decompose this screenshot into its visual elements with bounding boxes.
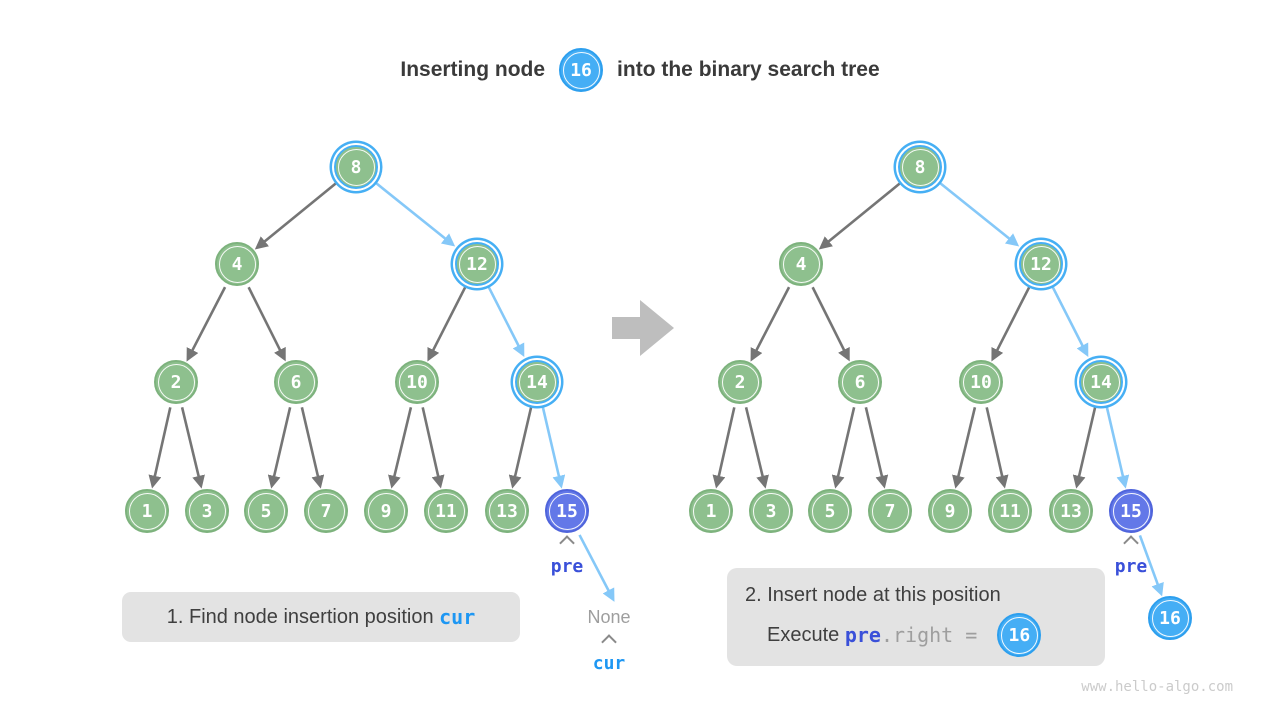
edge-left-2-3 [180, 406, 205, 489]
edge-right-15-16 [1138, 534, 1164, 597]
tree-node-left-3: 3 [185, 489, 229, 533]
edge-left-4-2 [186, 286, 227, 362]
tree-node-right-2: 2 [718, 360, 762, 404]
caption-step2: 2. Insert node at this position Execute … [727, 568, 1105, 666]
caption-step1-text: 1. Find node insertion position [166, 605, 440, 628]
tree-node-left-15: 15 [545, 489, 589, 533]
title-suffix: into the binary search tree [617, 58, 880, 81]
edge-right-2-1 [712, 407, 736, 489]
tree-node-right-9: 9 [928, 489, 972, 533]
edge-right-8-4 [818, 182, 901, 250]
edge-right-10-9 [952, 406, 977, 489]
tree-node-right-15: 15 [1109, 489, 1153, 533]
edge-right-4-6 [811, 286, 850, 362]
caption-step2-code-pre: pre [844, 623, 881, 647]
diagram-title: Inserting node 16 into the binary search… [0, 48, 1280, 92]
tree-node-right-14: 14 [1079, 360, 1123, 404]
edge-left-10-11 [421, 407, 445, 489]
pointer-label-left-pre: pre [550, 556, 584, 577]
transition-arrow-icon [612, 300, 674, 356]
tree-node-left-11: 11 [424, 489, 468, 533]
tree-node-right-4: 4 [779, 242, 823, 286]
edge-left-12-10 [427, 286, 467, 362]
caret-up-icon-left-0 [559, 535, 575, 551]
edge-left-free-0 [578, 534, 615, 602]
pointer-label-right-pre: pre [1114, 556, 1148, 577]
tree-node-right-1: 1 [689, 489, 733, 533]
tree-node-left-12: 12 [455, 242, 499, 286]
tree-node-left-9: 9 [364, 489, 408, 533]
watermark-url: www.hello-algo.com [1081, 679, 1233, 695]
edge-left-14-15 [541, 407, 566, 489]
tree-node-right-3: 3 [749, 489, 793, 533]
edge-left-12-14 [487, 286, 525, 358]
caption-step2-line2: Execute pre .right = 16 [767, 613, 1105, 657]
caption-step2-code-right: .right = [880, 623, 990, 647]
tree-node-left-2: 2 [154, 360, 198, 404]
edge-right-6-5 [831, 407, 856, 489]
title-prefix: Inserting node [400, 58, 546, 81]
edge-left-2-1 [148, 407, 172, 489]
tree-node-left-10: 10 [395, 360, 439, 404]
edge-left-8-12 [375, 182, 456, 247]
edge-left-10-9 [388, 406, 413, 489]
edge-left-6-5 [267, 407, 292, 489]
caption-step2-prefix: Execute [767, 623, 845, 646]
tree-node-left-8: 8 [334, 145, 378, 189]
caret-up-icon-left-1 [601, 634, 617, 650]
title-node-16: 16 [559, 48, 604, 92]
edge-right-12-14 [1051, 286, 1089, 358]
tree-node-left-7: 7 [304, 489, 348, 533]
edge-right-6-7 [864, 407, 889, 489]
edge-right-10-11 [985, 407, 1009, 489]
edge-right-14-13 [1072, 407, 1097, 489]
edge-right-2-3 [744, 406, 769, 489]
tree-node-left-14: 14 [515, 360, 559, 404]
tree-node-left-6: 6 [274, 360, 318, 404]
caption-step2-node-value: 16 [1008, 624, 1031, 646]
edge-right-4-2 [750, 286, 791, 362]
tree-node-left-5: 5 [244, 489, 288, 533]
tree-node-right-12: 12 [1019, 242, 1063, 286]
tree-node-right-13: 13 [1049, 489, 1093, 533]
tree-node-right-7: 7 [868, 489, 912, 533]
tree-node-right-6: 6 [838, 360, 882, 404]
tree-node-right-10: 10 [959, 360, 1003, 404]
pointer-label-left-cur: cur [592, 653, 626, 674]
edge-left-4-6 [247, 286, 286, 362]
edge-left-14-13 [508, 407, 533, 489]
tree-node-right-16: 16 [1148, 596, 1192, 640]
tree-node-left-4: 4 [215, 242, 259, 286]
edge-right-14-15 [1105, 407, 1130, 489]
caret-up-icon-right-0 [1123, 535, 1139, 551]
caption-step2-node-16: 16 [997, 613, 1042, 657]
tree-node-left-13: 13 [485, 489, 529, 533]
edge-right-8-12 [939, 182, 1020, 247]
edge-left-8-4 [254, 182, 337, 250]
pointer-label-left-none: None [587, 607, 631, 627]
title-node-value: 16 [570, 59, 592, 81]
caption-step1: 1. Find node insertion position cur [122, 592, 520, 642]
tree-node-left-1: 1 [125, 489, 169, 533]
tree-node-right-5: 5 [808, 489, 852, 533]
caption-step1-code-cur: cur [439, 605, 476, 629]
edge-right-12-10 [991, 286, 1031, 362]
edge-left-6-7 [300, 407, 325, 489]
tree-node-right-11: 11 [988, 489, 1032, 533]
caption-step2-line1: 2. Insert node at this position [745, 584, 1001, 606]
tree-node-right-8: 8 [898, 145, 942, 189]
